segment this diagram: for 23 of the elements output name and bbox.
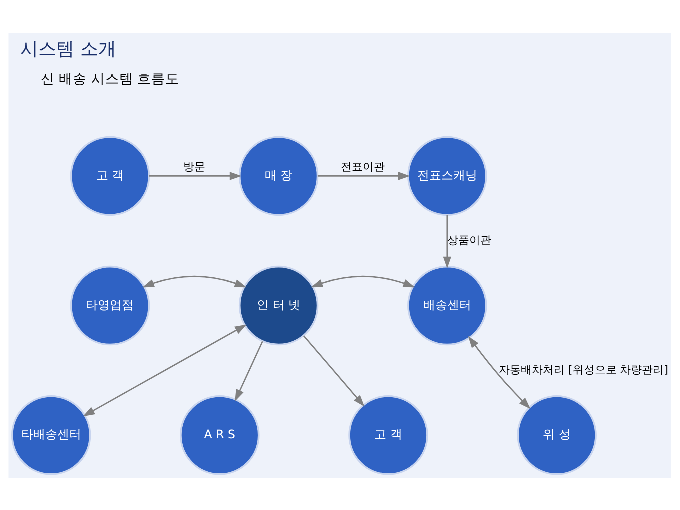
node-circle: 전표스캐닝 <box>408 136 488 216</box>
node-circle: 고 객 <box>70 136 150 216</box>
node-circle: 타영업점 <box>70 265 150 346</box>
arrow <box>142 275 247 288</box>
edge-label: 상품이관 <box>448 233 492 246</box>
arrow <box>468 336 531 409</box>
arrow <box>303 335 365 406</box>
arrow <box>443 214 452 268</box>
node-circle: A R S <box>180 395 260 475</box>
arrow <box>83 324 247 416</box>
node-circle: 매 장 <box>238 136 319 216</box>
node-circle: 인 터 넷 <box>238 265 319 346</box>
arrow <box>318 172 410 180</box>
diagram-title: 시스템 소개 <box>20 38 116 60</box>
edge-label: 전표이관 <box>341 160 386 173</box>
label: 신 배송 시스템 흐름도 <box>40 70 180 87</box>
edge-label: 방문 <box>184 160 206 173</box>
arrow <box>149 172 242 180</box>
node-circle: 배송센터 <box>408 265 488 346</box>
node-circle: 타배송센터 <box>11 395 92 475</box>
arrow <box>311 275 416 288</box>
arrow <box>235 340 264 401</box>
edge-label: 자동배차처리 [위성으로 차량관리] <box>499 362 668 376</box>
